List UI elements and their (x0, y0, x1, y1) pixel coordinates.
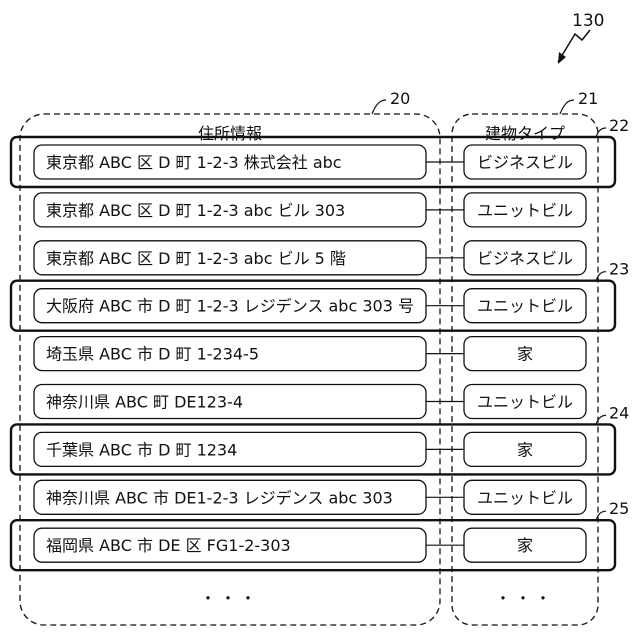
address-text: 福岡県 ABC 市 DE 区 FG1-2-303 (46, 536, 291, 555)
type-text: ユニットビル (477, 201, 573, 220)
address-text: 埼玉県 ABC 市 D 町 1-234-5 (46, 345, 259, 364)
rows-layer: 東京都 ABC 区 D 町 1-2-3 株式会社 abc ビジネスビル 22 東京都 … (11, 116, 629, 570)
address-ellipsis: ・・・ (200, 589, 260, 608)
highlight-ref-leader (596, 415, 606, 424)
type-text: ユニットビル (477, 393, 573, 412)
type-text: ユニットビル (477, 297, 573, 316)
type-column-header: 建物タイプ (485, 124, 565, 143)
address-text: 千葉県 ABC 市 D 町 1234 (46, 440, 237, 459)
address-column-ref: 20 (390, 89, 410, 108)
type-text: ユニットビル (477, 488, 573, 507)
type-text: ビジネスビル (477, 153, 573, 172)
type-text: 家 (517, 440, 533, 459)
address-column-leader (372, 100, 386, 114)
table-row: 埼玉県 ABC 市 D 町 1-234-5 家 (34, 337, 586, 371)
highlight-ref-label: 25 (609, 499, 629, 518)
address-text: 東京都 ABC 区 D 町 1-2-3 abc ビル 5 階 (46, 249, 346, 268)
address-column-header: 住所情報 (198, 124, 262, 143)
figure-ref-arrowhead (558, 52, 566, 64)
address-text: 東京都 ABC 区 D 町 1-2-3 株式会社 abc (46, 153, 342, 172)
highlight-ref-label: 23 (609, 260, 629, 279)
type-text: 家 (517, 536, 533, 555)
type-column-ref: 21 (578, 89, 598, 108)
type-ellipsis: ・・・ (495, 589, 555, 608)
type-column-leader (560, 100, 574, 114)
table-row: 神奈川県 ABC 町 DE123-4 ユニットビル (34, 385, 586, 419)
table-row: 神奈川県 ABC 市 DE1-2-3 レジデンス abc 303 ユニットビル (34, 480, 586, 514)
table-row: 東京都 ABC 区 D 町 1-2-3 abc ビル 5 階 ビジネスビル (34, 241, 586, 275)
figure-ref-label: 130 (572, 11, 604, 31)
address-text: 大阪府 ABC 市 D 町 1-2-3 レジデンス abc 303 号 (46, 297, 414, 316)
address-text: 神奈川県 ABC 市 DE1-2-3 レジデンス abc 303 (46, 488, 393, 507)
address-text: 神奈川県 ABC 町 DE123-4 (46, 393, 243, 412)
highlight-ref-label: 22 (609, 116, 629, 135)
highlight-ref-label: 24 (609, 403, 629, 422)
type-text: ビジネスビル (477, 249, 573, 268)
table-row: 東京都 ABC 区 D 町 1-2-3 abc ビル 303 ユニットビル (34, 193, 586, 227)
address-text: 東京都 ABC 区 D 町 1-2-3 abc ビル 303 (46, 201, 345, 220)
type-text: 家 (517, 345, 533, 364)
